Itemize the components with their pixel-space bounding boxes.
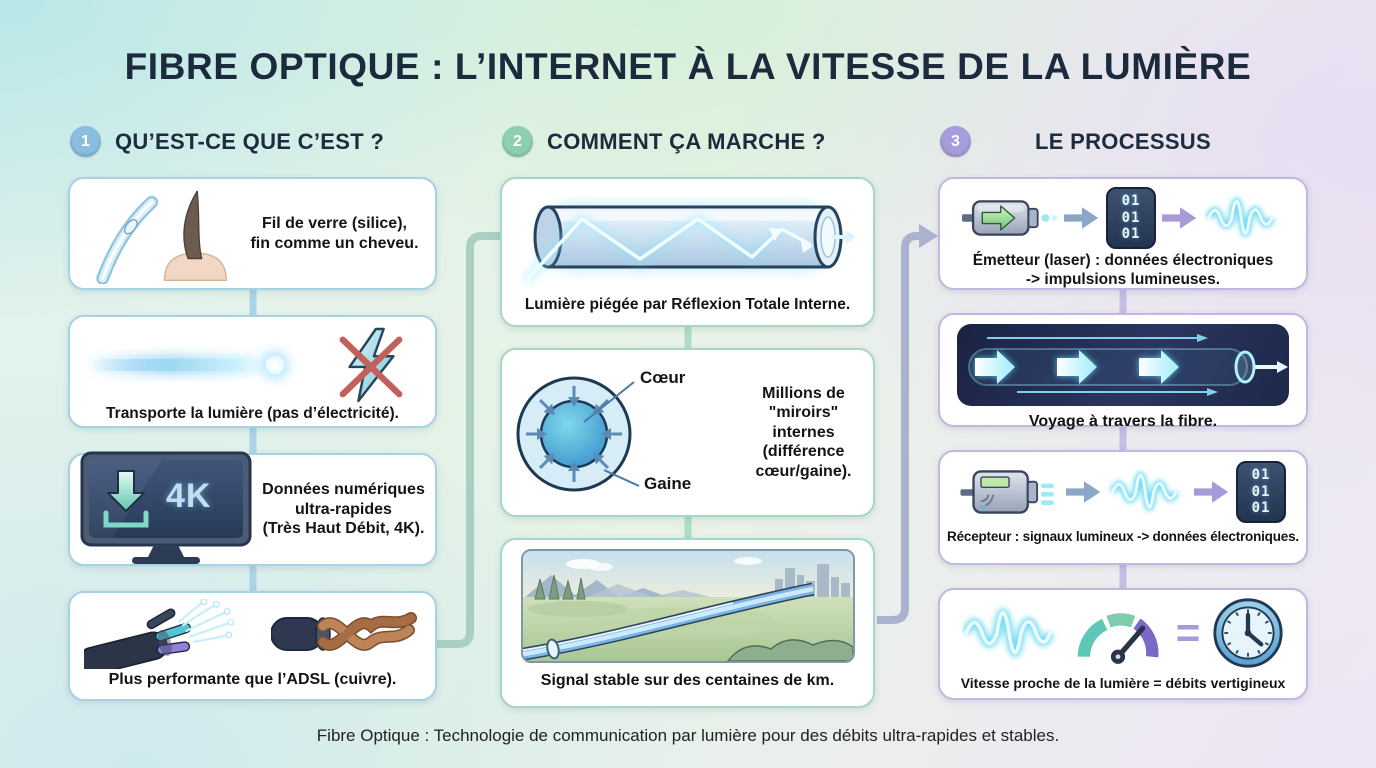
card-text: Voyage à travers la fibre. xyxy=(1028,413,1218,430)
card-text: Plus performante que l’ADSL (cuivre). xyxy=(108,671,397,689)
card-speed: = xyxy=(938,588,1308,700)
section-3-heading: LE PROCESSUS xyxy=(1035,129,1211,154)
section-3-header: 3 LE PROCESSUS xyxy=(938,126,1308,158)
card-carries-light: Transporte la lumière (pas d’électricité… xyxy=(68,315,437,428)
card-text: Transporte la lumière (pas d’électricité… xyxy=(106,405,399,422)
section-1-heading: QU’EST-CE QUE C’EST ? xyxy=(115,129,385,154)
section-2-badge: 2 xyxy=(502,126,533,157)
card-text: Récepteur : signaux lumineux -> données … xyxy=(947,529,1299,544)
landscape-illustration xyxy=(520,549,855,663)
column-what-is-it: Fil de verre (silice), fin comme un chev… xyxy=(68,177,437,701)
section-2-heading: COMMENT ÇA MARCHE ? xyxy=(547,129,826,154)
card-travel: Voyage à travers la fibre. xyxy=(938,313,1308,430)
light-pulse-icon xyxy=(1109,471,1180,512)
card-total-internal-reflection: Lumière piégée par Réflexion Totale Inte… xyxy=(500,177,875,327)
column-process: 01 01 01 Émetteur (laser) : données élec… xyxy=(938,177,1308,700)
equals-sign: = xyxy=(1175,609,1201,656)
binary-data-chip: 01 01 01 xyxy=(1236,461,1286,523)
fiber-tube-reflection-icon xyxy=(522,201,855,285)
card-emitter: 01 01 01 Émetteur (laser) : données élec… xyxy=(938,177,1308,290)
countryside-fiber-icon xyxy=(522,551,853,661)
screen-4k-label: 4K xyxy=(166,476,212,515)
arrow-right-icon xyxy=(1162,207,1197,229)
arrow-head-icon xyxy=(919,224,938,248)
card-glass-thread: Fil de verre (silice), fin comme un chev… xyxy=(68,177,437,290)
column-1-connector xyxy=(249,191,256,687)
no-electricity-icon xyxy=(339,327,403,403)
fiber-cross-section-icon xyxy=(516,376,640,491)
card-text: Données numériques ultra-rapides (Très H… xyxy=(262,481,425,538)
card-text: Fil de verre (silice), fin comme un chev… xyxy=(250,214,419,252)
column-how-it-works: Lumière piégée par Réflexion Totale Inte… xyxy=(500,177,875,708)
footer-caption: Fibre Optique : Technologie de communica… xyxy=(316,726,1060,745)
arrow-right-icon xyxy=(1194,481,1229,503)
laser-beam-icon xyxy=(84,350,290,380)
core-label: Cœur xyxy=(640,367,686,387)
card-text: Signal stable sur des centaines de km. xyxy=(540,672,835,689)
card-core-cladding: Cœur Gaine Millions de "miroirs" interne… xyxy=(500,348,875,517)
speedometer-icon xyxy=(1077,613,1159,664)
card-text: Lumière piégée par Réflexion Totale Inte… xyxy=(524,296,851,313)
cladding-label: Gaine xyxy=(644,473,692,493)
laser-emitter-icon xyxy=(962,200,1058,236)
column-3-connector xyxy=(1119,191,1127,686)
fiber-travel-panel xyxy=(957,324,1289,406)
section-3-badge: 3 xyxy=(940,126,971,157)
tv-4k-download-icon xyxy=(80,451,252,564)
copper-cable-icon xyxy=(270,611,417,651)
card-text: Millions de "miroirs" internes (différen… xyxy=(755,384,852,480)
arrow-right-icon xyxy=(1064,207,1099,229)
arrow-right-icon xyxy=(1066,481,1101,503)
section-1-header: 1 QU’EST-CE QUE C’EST ? xyxy=(68,126,437,158)
fiber-cable-icon xyxy=(84,598,235,669)
card-text: Vitesse proche de la lumière = débits ve… xyxy=(960,675,1286,691)
card-text: Émetteur (laser) : données électroniques… xyxy=(972,252,1274,288)
page-title: FIBRE OPTIQUE : L’INTERNET À LA VITESSE … xyxy=(124,46,1252,87)
light-pulse-icon xyxy=(961,608,1055,657)
receiver-icon xyxy=(960,470,1054,514)
section-2-header: 2 COMMENT ÇA MARCHE ? xyxy=(500,126,875,158)
clock-icon xyxy=(1213,598,1283,668)
fiber-and-hair-icon xyxy=(96,190,227,284)
light-arrows-icon xyxy=(968,334,1288,396)
binary-data-chip: 01 01 01 xyxy=(1106,187,1156,249)
card-better-than-adsl: Plus performante que l’ADSL (cuivre). xyxy=(68,591,437,701)
card-stable-signal: Signal stable sur des centaines de km. xyxy=(500,538,875,708)
card-receiver: 01 01 01 Récepteur : signaux lumineux ->… xyxy=(938,450,1308,565)
card-fast-data: 4K Données numériques ultra-rapides (Trè… xyxy=(68,451,437,566)
light-pulse-icon xyxy=(1205,197,1276,238)
section-1-badge: 1 xyxy=(70,126,101,157)
